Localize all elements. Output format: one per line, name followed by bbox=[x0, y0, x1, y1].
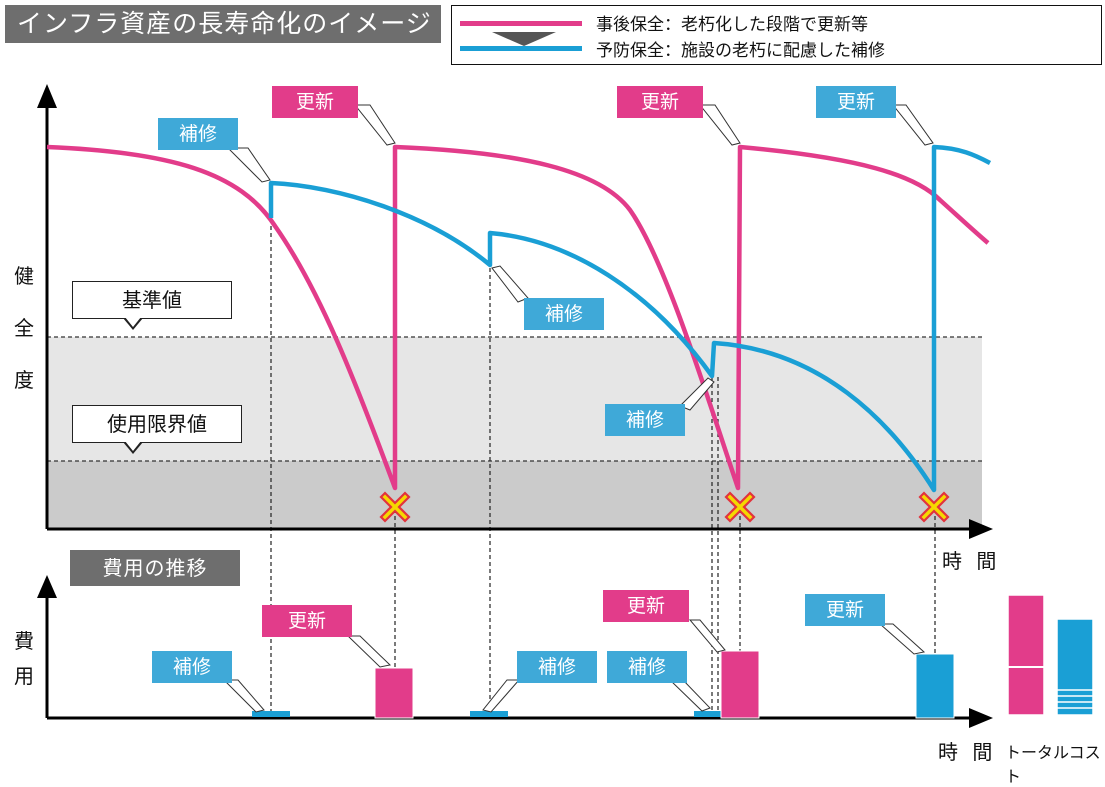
total-cost-label: トータルコスト bbox=[1005, 743, 1101, 786]
callout-pointer bbox=[698, 104, 741, 146]
callout-pointer bbox=[688, 619, 726, 653]
total-cost-reactive bbox=[1007, 594, 1045, 716]
callout-repair: 補修 bbox=[152, 651, 232, 683]
failure-marker-icon bbox=[918, 491, 950, 523]
callout-renew: 更新 bbox=[617, 86, 703, 118]
lower-x-label: 時 間 bbox=[938, 740, 997, 764]
reference-label-limit: 使用限界値 bbox=[72, 405, 242, 454]
upper-y-label-3: 度 bbox=[14, 368, 34, 392]
callout-pointer bbox=[482, 679, 521, 713]
callout-pointer bbox=[226, 147, 271, 183]
legend-line-pink bbox=[460, 21, 582, 26]
legend-line-blue bbox=[460, 46, 582, 51]
callout-pointer bbox=[222, 679, 265, 713]
callout-renew-preventive: 更新 bbox=[805, 594, 885, 626]
upper-y-label-2: 全 bbox=[14, 316, 34, 340]
cost-bar-renewal bbox=[374, 667, 414, 719]
callout-pointer bbox=[346, 635, 392, 668]
lower-x-arrow-icon bbox=[969, 708, 993, 728]
callout-repair: 補修 bbox=[517, 651, 597, 683]
zone-below-limit bbox=[47, 461, 982, 529]
total-cost-preventive bbox=[1056, 618, 1094, 716]
callout-repair: 補修 bbox=[607, 651, 687, 683]
callout-renew: 更新 bbox=[262, 605, 352, 637]
callout-pointer bbox=[353, 104, 396, 146]
callout-pointer bbox=[878, 623, 926, 655]
diagram-root: インフラ資産の長寿命化のイメージ 事後保全：老朽化した段階で更新等 予防保全：施… bbox=[5, 5, 1102, 786]
legend-label-reactive: 事後保全：老朽化した段階で更新等 bbox=[596, 15, 868, 35]
lower-y-label-1: 費 bbox=[14, 629, 34, 653]
legend-arrow-icon bbox=[492, 32, 556, 46]
reference-label-standard: 基準値 bbox=[72, 281, 232, 330]
failure-markers bbox=[379, 491, 950, 523]
lower-y-arrow-icon bbox=[37, 575, 57, 598]
callout-repair: 補修 bbox=[158, 118, 238, 150]
diagram-graphics bbox=[37, 84, 1094, 728]
cost-bar-renewal bbox=[720, 650, 760, 719]
failure-marker-icon bbox=[724, 491, 756, 523]
upper-x-arrow-icon bbox=[969, 519, 993, 539]
upper-y-arrow-icon bbox=[37, 84, 57, 108]
callout-repair: 補修 bbox=[524, 298, 604, 330]
cost-bar-repair bbox=[252, 711, 290, 717]
legend: 事後保全：老朽化した段階で更新等 予防保全：施設の老朽に配慮した補修 bbox=[451, 5, 1102, 65]
callout-renew-preventive: 更新 bbox=[816, 86, 896, 118]
callout-renew: 更新 bbox=[603, 590, 689, 622]
callout-pointer bbox=[491, 265, 529, 303]
legend-label-preventive: 予防保全：施設の老朽に配慮した補修 bbox=[596, 41, 885, 61]
lower-y-label-2: 用 bbox=[14, 664, 34, 688]
callout-pointers-lower bbox=[222, 619, 926, 713]
curve-preventive bbox=[268, 144, 992, 493]
cost-chart-title: 費用の推移 bbox=[70, 550, 240, 586]
upper-x-label: 時 間 bbox=[942, 549, 1001, 573]
diagram-title: インフラ資産の長寿命化のイメージ bbox=[5, 5, 441, 43]
callout-pointers-upper bbox=[226, 104, 934, 411]
cost-bar-repair bbox=[694, 711, 732, 717]
callout-pointer bbox=[891, 104, 934, 146]
failure-marker-icon bbox=[379, 491, 411, 523]
upper-y-label-1: 健 bbox=[14, 264, 34, 288]
callout-repair: 補修 bbox=[605, 404, 685, 436]
callout-renew: 更新 bbox=[272, 86, 358, 118]
curve-reactive bbox=[46, 144, 990, 491]
cost-bar-renewal-preventive bbox=[915, 653, 955, 719]
cost-bar-repair bbox=[470, 711, 508, 717]
callout-pointer bbox=[668, 679, 711, 712]
